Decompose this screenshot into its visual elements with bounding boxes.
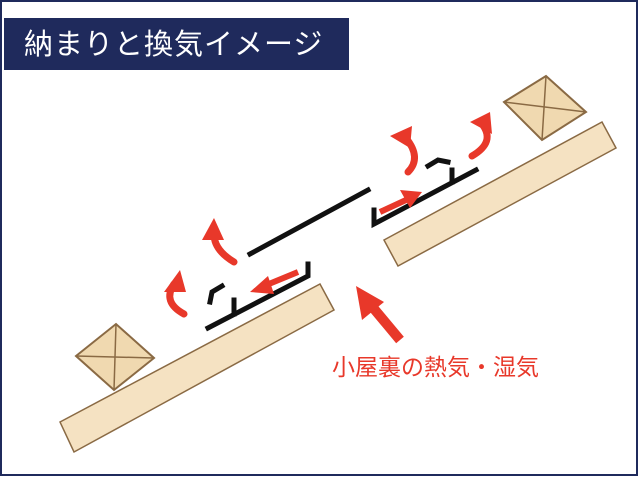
straight-arrow-right-icon bbox=[378, 190, 422, 215]
curved-arrowheads bbox=[164, 112, 492, 292]
hot-air-caption: 小屋裏の熱気・湿気 bbox=[332, 355, 539, 381]
roof-board-left bbox=[59, 282, 336, 454]
straight-arrow-left-icon bbox=[250, 269, 300, 294]
page-title: 納まりと換気イメージ bbox=[4, 18, 349, 70]
ridge-vent-metal bbox=[204, 157, 480, 332]
rafter-block-right-icon bbox=[502, 74, 588, 142]
roof-board-right bbox=[382, 120, 618, 268]
rafter-block-left-icon bbox=[74, 322, 156, 392]
straight-arrow-up-icon bbox=[356, 286, 404, 344]
